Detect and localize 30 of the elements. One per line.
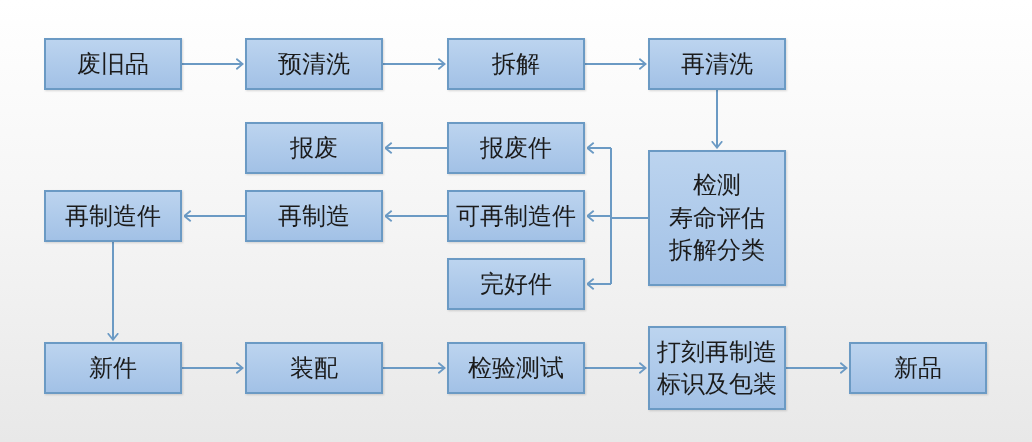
process-box: 检测 寿命评估 拆解分类 [648, 150, 786, 286]
arrow [384, 141, 448, 155]
process-box: 再清洗 [648, 38, 786, 90]
process-box: 完好件 [447, 258, 585, 310]
arrow [382, 361, 446, 375]
process-box: 报废 [245, 122, 383, 174]
arrow [586, 141, 612, 155]
process-box: 检验测试 [447, 342, 585, 394]
process-box: 再制造 [245, 190, 383, 242]
arrow [785, 361, 848, 375]
process-box: 报废件 [447, 122, 585, 174]
process-box: 打刻再制造标识及包装 [648, 326, 786, 410]
process-box: 新品 [849, 342, 987, 394]
arrow [584, 361, 647, 375]
process-box: 拆解 [447, 38, 585, 90]
arrow [710, 89, 724, 149]
arrow [183, 209, 246, 223]
process-box: 装配 [245, 342, 383, 394]
process-box: 废旧品 [44, 38, 182, 90]
arrow [382, 57, 446, 71]
process-box: 预清洗 [245, 38, 383, 90]
arrow [586, 277, 612, 291]
arrow [181, 361, 244, 375]
arrow [106, 241, 120, 341]
arrow [384, 209, 448, 223]
process-box: 新件 [44, 342, 182, 394]
process-box: 再制造件 [44, 190, 182, 242]
process-box: 可再制造件 [447, 190, 585, 242]
arrow [584, 57, 647, 71]
arrow [181, 57, 244, 71]
